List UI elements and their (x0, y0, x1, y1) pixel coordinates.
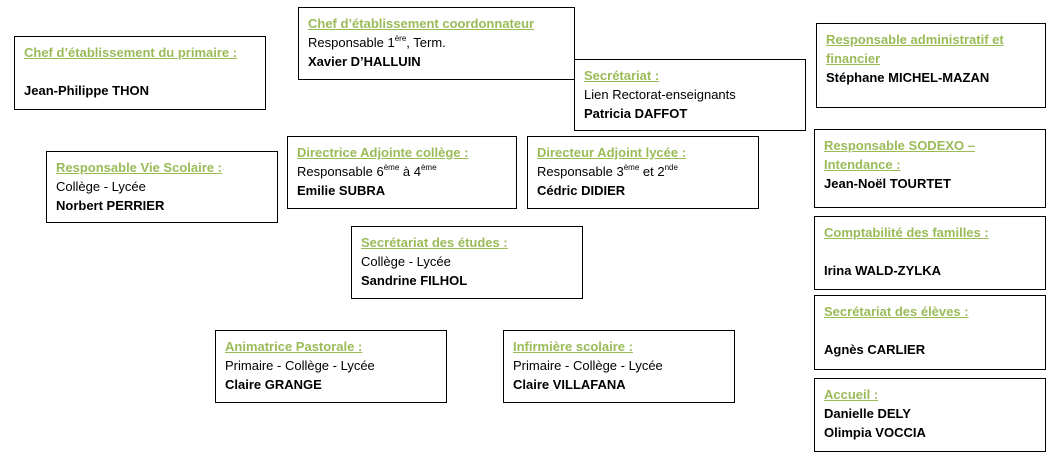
card-responsibility: Primaire - Collège - Lycée (225, 358, 375, 373)
card-title: Chef d’établissement du primaire : (24, 45, 238, 60)
card-responsibility: Lien Rectorat-enseignants (584, 87, 736, 102)
card-secretariat-eleves: Secrétariat des élèves : Agnès CARLIER (814, 295, 1046, 370)
card-vie-scolaire: Responsable Vie Scolaire : Collège - Lyc… (46, 151, 278, 223)
person-name: Irina WALD-ZYLKA (824, 263, 941, 278)
person-name: Emilie SUBRA (297, 183, 386, 198)
card-accueil: Accueil : Danielle DELY Olimpia VOCCIA (814, 378, 1046, 452)
person-name: Patricia DAFFOT (584, 106, 688, 121)
person-name: Stéphane MICHEL-MAZAN (826, 70, 990, 85)
card-title: Directeur Adjoint lycée : (537, 145, 687, 160)
card-sodexo: Responsable SODEXO – Intendance : Jean-N… (814, 129, 1046, 208)
card-chef-coordonnateur: Chef d’établissement coordonnateur Respo… (298, 7, 575, 80)
card-title: Secrétariat des élèves : (824, 304, 969, 319)
card-responsibility: Collège - Lycée (361, 254, 451, 269)
card-title: Accueil : (824, 387, 879, 402)
person-name: Claire VILLAFANA (513, 377, 626, 392)
person-name: Cédric DIDIER (537, 183, 626, 198)
person-name: Xavier D’HALLUIN (308, 54, 421, 69)
person-name: Agnès CARLIER (824, 342, 926, 357)
card-chef-primaire: Chef d’établissement du primaire : Jean-… (14, 36, 266, 110)
card-resp-admin: Responsable administratif et financier S… (816, 23, 1046, 108)
card-responsibility: Responsable 6ème à 4ème (297, 163, 437, 180)
person-name: Norbert PERRIER (56, 198, 165, 213)
card-title: Comptabilité des familles : (824, 225, 989, 240)
card-responsibility: Collège - Lycée (56, 179, 146, 194)
person-name: Sandrine FILHOL (361, 273, 468, 288)
card-title: Infirmière scolaire : (513, 339, 633, 354)
card-pastorale: Animatrice Pastorale : Primaire - Collèg… (215, 330, 447, 403)
card-secretariat-etudes: Secrétariat des études : Collège - Lycée… (351, 226, 583, 299)
card-title: Animatrice Pastorale : (225, 339, 363, 354)
card-title: Responsable Vie Scolaire : (56, 160, 222, 175)
person-name: Claire GRANGE (225, 377, 322, 392)
person-name: Danielle DELY (824, 406, 911, 421)
card-title: Responsable administratif et financier (826, 32, 1004, 66)
person-name: Jean-Philippe THON (24, 83, 149, 98)
card-adjointe-college: Directrice Adjointe collège : Responsabl… (287, 136, 517, 209)
person-name: Olimpia VOCCIA (824, 425, 926, 440)
card-title: Responsable SODEXO – Intendance : (824, 138, 975, 172)
card-responsibility: Primaire - Collège - Lycée (513, 358, 663, 373)
card-responsibility: Responsable 1ère, Term. (308, 34, 446, 51)
card-secretariat: Secrétariat : Lien Rectorat-enseignants … (574, 59, 806, 131)
card-title: Directrice Adjointe collège : (297, 145, 469, 160)
person-name: Jean-Noël TOURTET (824, 176, 951, 191)
card-title: Secrétariat des études : (361, 235, 508, 250)
card-comptabilite: Comptabilité des familles : Irina WALD-Z… (814, 216, 1046, 290)
card-infirmiere: Infirmière scolaire : Primaire - Collège… (503, 330, 735, 403)
card-responsibility: Responsable 3ème et 2nde (537, 163, 678, 180)
card-adjoint-lycee: Directeur Adjoint lycée : Responsable 3è… (527, 136, 759, 209)
card-title: Secrétariat : (584, 68, 660, 83)
card-title: Chef d’établissement coordonnateur (308, 16, 535, 31)
